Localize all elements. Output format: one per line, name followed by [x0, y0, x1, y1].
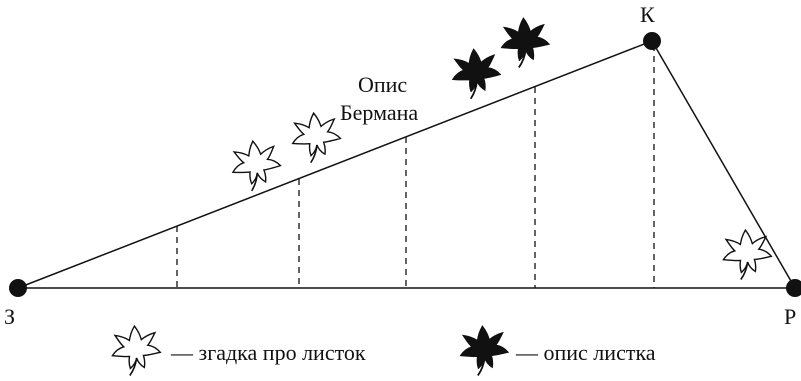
caption-line2: Бермана — [340, 100, 419, 125]
caption-line1: Опис — [358, 72, 408, 97]
vertex-left-label: З — [4, 304, 16, 329]
vertex-right-point — [786, 279, 801, 297]
filled-leaf-icon — [449, 46, 503, 100]
right-side-line — [651, 40, 796, 289]
legend-filled-leaf-icon — [457, 323, 510, 377]
vertex-top-label: К — [640, 2, 655, 27]
left-side-line — [17, 40, 653, 289]
vertex-top-point — [643, 32, 661, 50]
outline-leaf-icon — [289, 109, 343, 164]
outline-leaf-icon — [720, 227, 773, 280]
legend-mention-text: — згадка про листок — [171, 340, 366, 365]
legend-description-text: — опис листка — [516, 340, 656, 365]
filled-leaf-icon — [498, 15, 551, 69]
vertex-left-point — [9, 279, 27, 297]
dashed-verticals — [176, 45, 655, 288]
vertex-right-label: Р — [784, 304, 797, 329]
outline-leaf-icon — [228, 137, 284, 192]
legend-outline-leaf-icon — [109, 323, 162, 376]
